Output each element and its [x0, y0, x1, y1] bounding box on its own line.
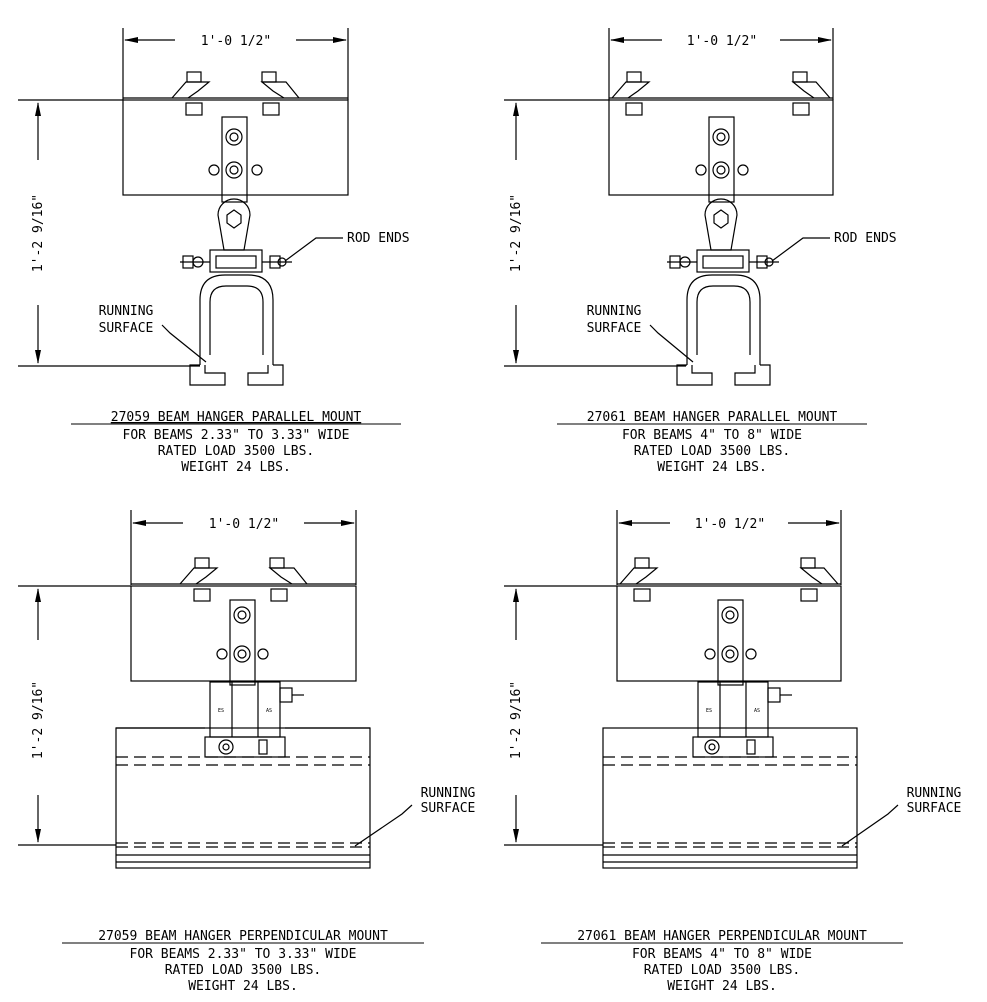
running-label: RUNNING [421, 786, 476, 801]
caption-title: 27061 BEAM HANGER PERPENDICULAR MOUNT [577, 929, 867, 944]
caption-line-3: WEIGHT 24 LBS. [181, 460, 291, 475]
surface-label: SURFACE [907, 801, 962, 816]
caption-title: 27059 BEAM HANGER PARALLEL MOUNT [111, 410, 362, 425]
caption-27061-parallel: 27061 BEAM HANGER PARALLEL MOUNT FOR BEA… [557, 410, 867, 475]
width-dimension: 1'-0 1/2" [608, 28, 834, 100]
panel-27061-parallel: 1'-0 1/2" 1'-2 9/16" [504, 28, 897, 386]
running-label: RUNNING [99, 304, 154, 319]
height-label: 1'-2 9/16" [31, 194, 46, 272]
caption-line-1: FOR BEAMS 4" TO 8" WIDE [632, 947, 812, 962]
caption-line-2: RATED LOAD 3500 LBS. [165, 963, 322, 978]
width-dimension: 1'-0 1/2" [616, 510, 842, 585]
width-dimension: 1'-0 1/2" [130, 510, 357, 585]
caption-27059-parallel: 27059 BEAM HANGER PARALLEL MOUNT FOR BEA… [71, 410, 401, 475]
height-dimension: 1'-2 9/16" [18, 99, 200, 367]
height-dimension: 1'-2 9/16" [504, 99, 686, 367]
caption-line-1: FOR BEAMS 4" TO 8" WIDE [622, 428, 802, 443]
caption-line-3: WEIGHT 24 LBS. [667, 979, 777, 994]
running-label: RUNNING [587, 304, 642, 319]
surface-label: SURFACE [421, 801, 476, 816]
caption-line-1: FOR BEAMS 2.33" TO 3.33" WIDE [123, 428, 350, 443]
panel-27061-perpendicular: 1'-0 1/2" 1'-2 9/16" ES AS [504, 510, 962, 869]
caption-line-3: WEIGHT 24 LBS. [657, 460, 767, 475]
width-label: 1'-0 1/2" [201, 34, 271, 49]
rod-ends-label: ROD ENDS [834, 231, 897, 246]
rod-ends-label: ROD ENDS [347, 231, 410, 246]
caption-title: 27061 BEAM HANGER PARALLEL MOUNT [587, 410, 838, 425]
svg-text:AS: AS [266, 708, 272, 714]
surface-label: SURFACE [587, 321, 642, 336]
surface-label: SURFACE [99, 321, 154, 336]
height-label: 1'-2 9/16" [509, 681, 524, 759]
svg-text:ES: ES [706, 708, 712, 714]
running-label: RUNNING [907, 786, 962, 801]
caption-27059-perpendicular: 27059 BEAM HANGER PERPENDICULAR MOUNT FO… [62, 929, 424, 994]
width-label: 1'-0 1/2" [687, 34, 757, 49]
panel-27059-perpendicular: 1'-0 1/2" 1'-2 9/16" ES AS [18, 510, 476, 869]
caption-line-2: RATED LOAD 3500 LBS. [644, 963, 801, 978]
width-label: 1'-0 1/2" [695, 517, 765, 532]
caption-line-3: WEIGHT 24 LBS. [188, 979, 298, 994]
caption-title: 27059 BEAM HANGER PERPENDICULAR MOUNT [98, 929, 388, 944]
width-dimension: 1'-0 1/2" [122, 28, 349, 100]
svg-text:ES: ES [218, 708, 224, 714]
height-label: 1'-2 9/16" [509, 194, 524, 272]
caption-line-2: RATED LOAD 3500 LBS. [634, 444, 791, 459]
svg-text:AS: AS [754, 708, 760, 714]
width-label: 1'-0 1/2" [209, 517, 279, 532]
caption-line-1: FOR BEAMS 2.33" TO 3.33" WIDE [130, 947, 357, 962]
height-label: 1'-2 9/16" [31, 681, 46, 759]
height-dimension: 1'-2 9/16" [504, 585, 617, 846]
caption-line-2: RATED LOAD 3500 LBS. [158, 444, 315, 459]
panel-27059-parallel: 1'-0 1/2" 1'-2 9/16" [18, 28, 410, 386]
caption-27061-perpendicular: 27061 BEAM HANGER PERPENDICULAR MOUNT FO… [541, 929, 903, 994]
height-dimension: 1'-2 9/16" [18, 585, 131, 846]
